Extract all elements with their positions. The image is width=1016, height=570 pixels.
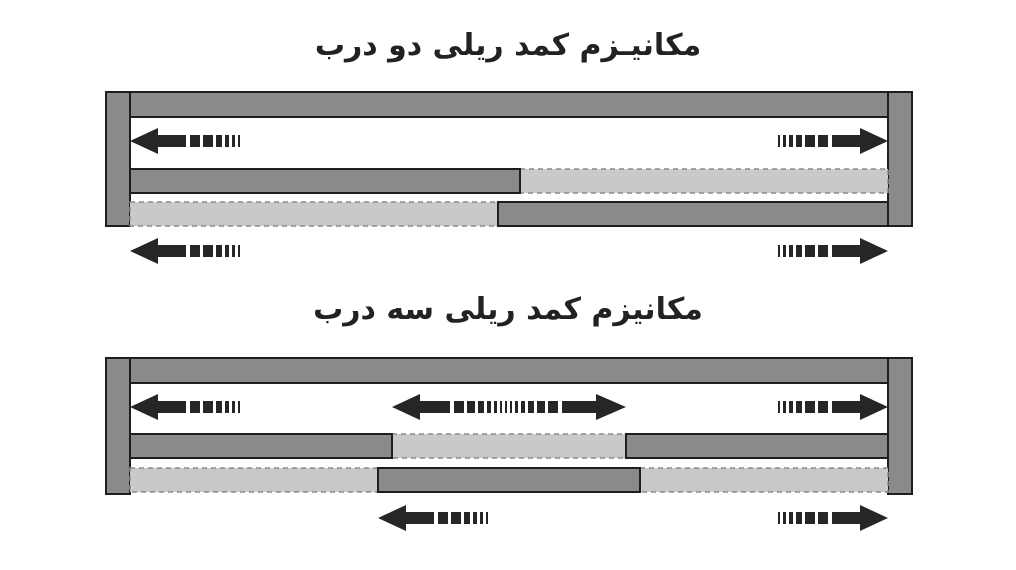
arrow-right-icon xyxy=(778,128,888,154)
door-panel-middle xyxy=(377,467,641,493)
ghost-track-1 xyxy=(391,433,627,459)
ghost-track-2-right xyxy=(639,467,889,493)
two-door-title: مکانیـزم کمد ریلی دو درب xyxy=(314,28,702,63)
arrow-left-icon xyxy=(130,238,240,264)
ghost-track-2 xyxy=(129,201,499,227)
left-post xyxy=(105,91,131,227)
three-door-title: مکانیزم کمد ریلی سه درب xyxy=(313,292,703,327)
right-post xyxy=(887,357,913,495)
ghost-track-1 xyxy=(519,168,889,194)
right-post xyxy=(887,91,913,227)
arrow-left-icon xyxy=(130,128,240,154)
arrow-double-icon xyxy=(392,394,626,420)
arrow-right-icon xyxy=(778,394,888,420)
arrow-left-icon xyxy=(378,505,488,531)
left-post xyxy=(105,357,131,495)
door-panel-1 xyxy=(129,168,521,194)
arrow-right-icon xyxy=(778,238,888,264)
arrow-right-icon xyxy=(778,505,888,531)
two-door-diagram xyxy=(105,91,913,264)
top-rail xyxy=(129,91,889,118)
door-panel-right xyxy=(625,433,889,459)
arrow-left-icon xyxy=(130,394,240,420)
top-rail xyxy=(129,357,889,384)
three-door-diagram xyxy=(105,357,913,531)
door-panel-left xyxy=(129,433,393,459)
door-panel-2 xyxy=(497,201,889,227)
ghost-track-2-left xyxy=(129,467,379,493)
